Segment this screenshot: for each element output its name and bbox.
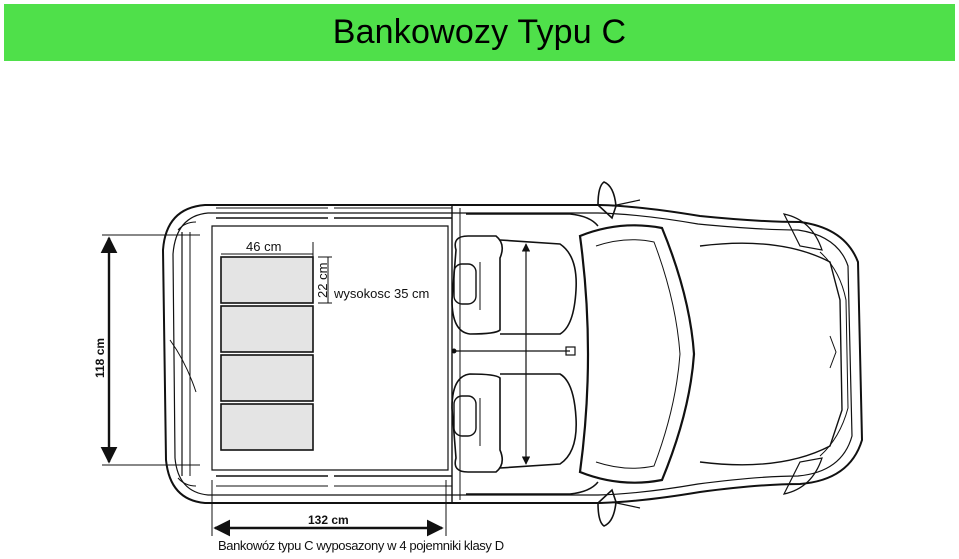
front-seats <box>451 235 577 473</box>
containers <box>220 256 314 451</box>
container-2 <box>220 305 314 353</box>
title-bar: Bankowozy Typu C <box>4 4 955 61</box>
label-height-35cm: wysokosc 35 cm <box>333 286 429 301</box>
container-3 <box>220 354 314 402</box>
container-4 <box>220 403 314 451</box>
label-118cm: 118 cm <box>93 338 107 378</box>
label-132cm: 132 cm <box>308 513 349 527</box>
label-46cm: 46 cm <box>246 239 281 254</box>
seat-left <box>451 235 577 335</box>
dimension-lines <box>100 234 447 537</box>
page-title: Bankowozy Typu C <box>332 13 627 51</box>
dimension-labels: 46 cm 22 cm wysokosc 35 cm 118 cm 132 cm <box>93 239 429 527</box>
label-22cm: 22 cm <box>315 263 330 298</box>
diagram-caption: Bankowóz typu C wyposazony w 4 pojemniki… <box>218 538 504 553</box>
van-outline <box>161 181 864 527</box>
seat-right <box>451 373 577 473</box>
container-1 <box>220 256 314 304</box>
